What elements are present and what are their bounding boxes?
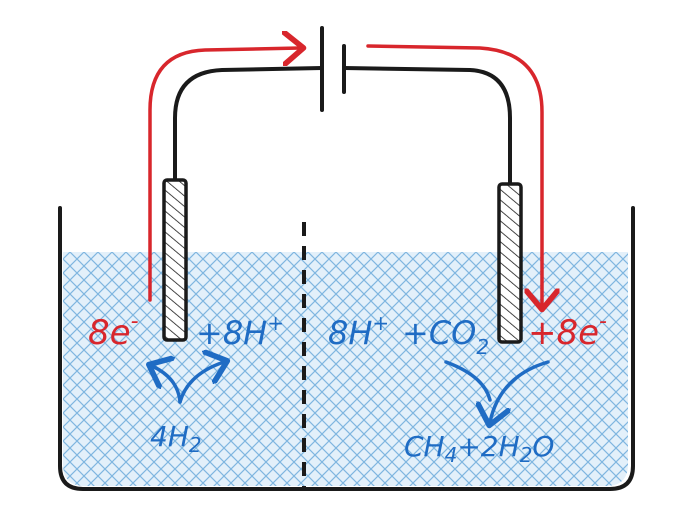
electron-flow-arrow-left (148, 48, 300, 302)
cathode-protons-label: 8H+ (328, 311, 389, 352)
cathode-merge-stroke-left (444, 360, 492, 402)
circuit-wire (173, 66, 512, 188)
cathode-electrons-label: +8e- (528, 309, 607, 353)
cathode-merge-arrow (490, 360, 550, 422)
anode-split-arrow-right (178, 362, 224, 404)
anode-electrode-icon (162, 178, 188, 342)
cathode-product-label: CH4+2H2O (404, 430, 554, 467)
cathode-electrode-icon (497, 182, 523, 344)
electron-flow-arrow-right (366, 44, 542, 306)
container-vessel (58, 206, 635, 491)
anode-protons-label: +8H+ (196, 311, 284, 352)
battery-icon (320, 26, 346, 112)
anode-reactant-label: 4H2 (150, 420, 202, 457)
cathode-co2-label: +CO2 (402, 314, 489, 359)
anode-electrons-label: 8e- (88, 309, 139, 353)
